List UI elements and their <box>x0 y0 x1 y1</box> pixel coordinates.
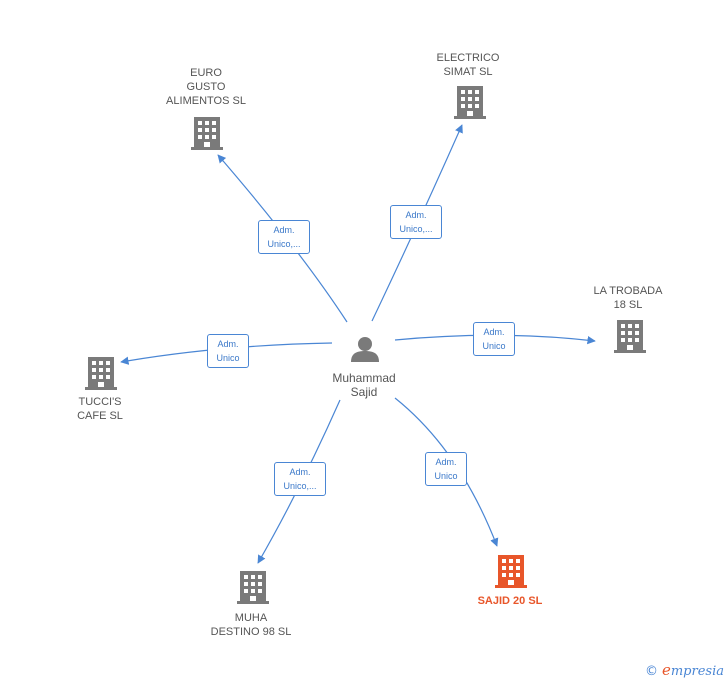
brand-name: mpresia <box>670 664 724 679</box>
building-icon-trobada[interactable] <box>614 320 646 353</box>
company-label-electrico[interactable]: ELECTRICO SIMAT SL <box>437 51 500 79</box>
company-label-sajid[interactable]: SAJID 20 SL <box>478 594 543 608</box>
person-name-line1: Muhammad <box>332 371 396 385</box>
edge-label-line: Adm. <box>273 225 295 235</box>
company-label-line: GUSTO <box>186 81 226 93</box>
building-icon-muha[interactable] <box>237 571 269 604</box>
edge-label-electrico[interactable]: Adm. Unico,... <box>390 205 442 239</box>
edge-label-line: Unico,... <box>399 224 433 234</box>
company-label-line: SIMAT SL <box>443 66 493 78</box>
building-icon-sajid[interactable] <box>495 555 527 588</box>
edge-label-line: Adm. <box>483 327 505 337</box>
edge-label-line: Unico <box>482 341 506 351</box>
company-label-line: EURO <box>190 67 222 79</box>
edge-label-muha[interactable]: Adm. Unico,... <box>274 462 326 496</box>
edge-label-line: Unico,... <box>267 239 301 249</box>
edge-label-line: Adm. <box>435 457 457 467</box>
company-label-line: DESTINO 98 SL <box>210 626 292 638</box>
brand-initial: e <box>661 661 671 679</box>
company-label-muha[interactable]: MUHA DESTINO 98 SL <box>211 611 292 639</box>
company-label-trobada[interactable]: LA TROBADA 18 SL <box>594 284 663 312</box>
company-label-line: TUCCI'S <box>78 396 122 408</box>
edge-label-line: Adm. <box>289 467 311 477</box>
building-icon-euro[interactable] <box>191 117 223 150</box>
company-label-line: ALIMENTOS SL <box>166 95 246 107</box>
edge-label-line: Unico <box>434 471 458 481</box>
edge-label-trobada[interactable]: Adm. Unico <box>473 322 515 356</box>
person-name-line2: Sajid <box>350 385 378 399</box>
company-label-line: SAJID 20 SL <box>477 595 543 607</box>
edge-label-line: Unico <box>216 353 240 363</box>
company-label-tuccis[interactable]: TUCCI'S CAFE SL <box>77 395 123 423</box>
person-icon[interactable] <box>351 337 379 362</box>
company-label-euro[interactable]: EURO GUSTO ALIMENTOS SL <box>166 66 246 108</box>
building-icon-electrico[interactable] <box>454 86 486 119</box>
company-label-line: 18 SL <box>613 299 643 311</box>
edge-label-line: Unico,... <box>283 481 317 491</box>
company-label-line: MUHA <box>234 612 268 624</box>
building-icon-tuccis[interactable] <box>85 357 117 390</box>
edge-label-euro[interactable]: Adm. Unico,... <box>258 220 310 254</box>
edge-label-line: Adm. <box>405 210 427 220</box>
copyright-icon: © <box>644 664 658 679</box>
edge-label-tuccis[interactable]: Adm. Unico <box>207 334 249 368</box>
company-label-line: CAFE SL <box>77 410 123 422</box>
brand-footer[interactable]: ©empresia <box>645 661 724 679</box>
person-name[interactable]: Muhammad Sajid <box>332 371 395 399</box>
company-label-line: ELECTRICO <box>436 52 500 64</box>
company-label-line: LA TROBADA <box>593 285 663 297</box>
edge-label-sajid[interactable]: Adm. Unico <box>425 452 467 486</box>
edge-label-line: Adm. <box>217 339 239 349</box>
